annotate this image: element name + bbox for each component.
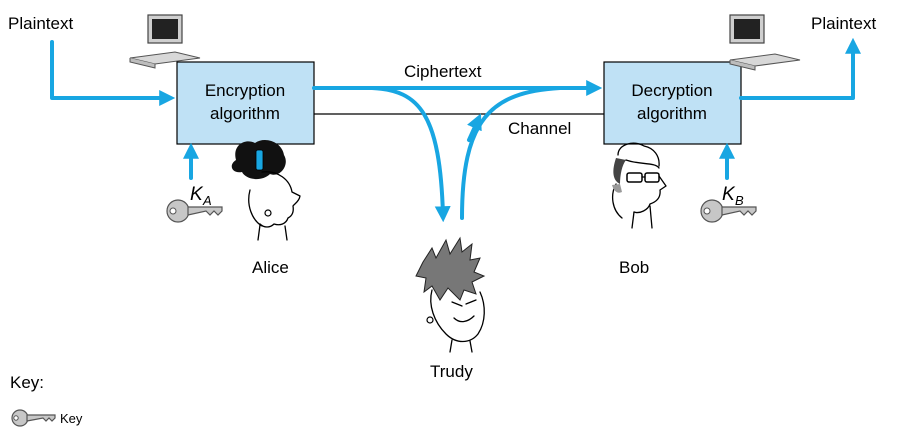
decryption-label-line2: algorithm <box>637 104 707 123</box>
plaintext-out-arrow <box>739 37 861 100</box>
encryption-label-line1: Encryption <box>205 81 285 100</box>
legend-title: Key: <box>10 373 44 392</box>
legend-key-icon <box>11 409 56 427</box>
plaintext-right-label: Plaintext <box>811 14 876 33</box>
trudy-figure <box>415 236 486 353</box>
ciphertext-label: Ciphertext <box>404 62 482 81</box>
decryption-label-line1: Decryption <box>631 81 712 100</box>
alice-figure <box>231 140 301 241</box>
channel-label: Channel <box>508 119 571 138</box>
key-b-subscript: B <box>735 193 744 208</box>
intercept-arrow-down <box>370 86 451 223</box>
bob-figure <box>611 142 667 229</box>
inject-line-up <box>460 86 562 220</box>
bob-label: Bob <box>619 258 649 277</box>
inject-arrow-up <box>467 113 482 142</box>
encryption-algorithm-box <box>176 61 315 145</box>
trudy-label: Trudy <box>430 362 473 381</box>
encryption-label-line2: algorithm <box>210 104 280 123</box>
plaintext-left-label: Plaintext <box>8 14 73 33</box>
alice-label: Alice <box>252 258 289 277</box>
key-a-subscript: A <box>202 193 212 208</box>
plaintext-in-arrow <box>50 40 176 106</box>
receiver-computer-icon <box>729 14 801 71</box>
key-a-icon <box>166 199 223 223</box>
key-b-symbol: K <box>722 184 736 205</box>
key-a-symbol: K <box>190 184 204 205</box>
sender-computer-icon <box>129 14 201 69</box>
legend-key-label: Key <box>60 411 83 426</box>
decryption-algorithm-box <box>603 61 742 145</box>
key-b-icon <box>700 199 757 223</box>
